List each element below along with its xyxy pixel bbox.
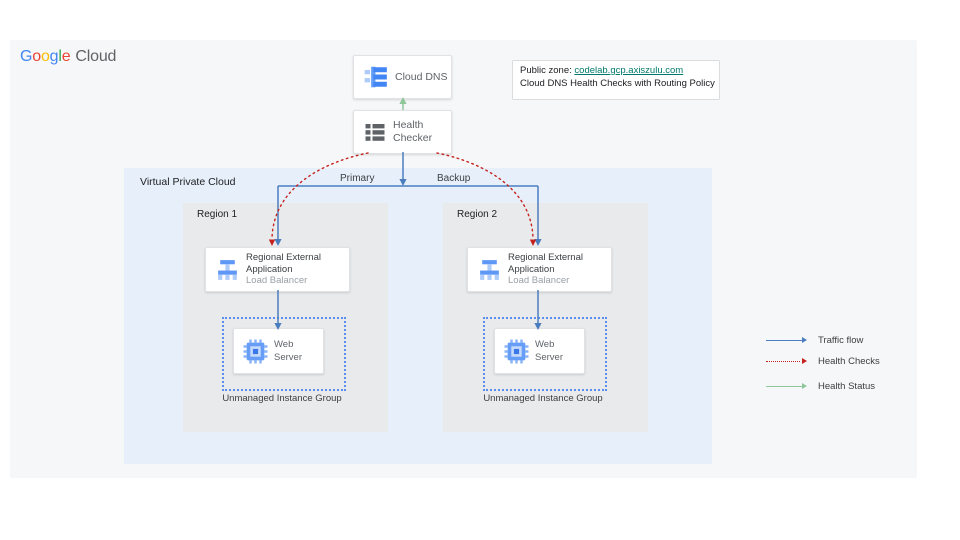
instance-group-label-region2: Unmanaged Instance Group [483, 393, 603, 404]
health-status-line-swatch [766, 385, 803, 387]
legend-row-traffic-flow: Traffic flow [755, 334, 863, 346]
cloud-dns-icon [363, 64, 389, 90]
web-server-node-region1: Web Server [233, 328, 324, 374]
arrowhead-icon [802, 358, 807, 364]
backup-edge-label: Backup [437, 173, 471, 184]
legend-label: Health Status [818, 380, 876, 392]
health-checker-label: Health Checker [393, 119, 433, 144]
logo-letter: l [58, 48, 62, 65]
public-zone-link[interactable]: codelab.gcp.axiszulu.com [574, 65, 684, 76]
health-checker-node: Health Checker [353, 110, 452, 154]
public-zone-line: Public zone: codelab.gcp.axiszulu.com [520, 64, 712, 77]
traffic-flow-line-swatch [766, 339, 803, 341]
legend-row-health-checks: Health Checks [755, 355, 880, 367]
cloud-dns-node: Cloud DNS [353, 55, 452, 99]
logo-letter: g [49, 48, 59, 65]
logo-letter: G [20, 48, 33, 65]
logo-letter: e [61, 48, 71, 65]
load-balancer-icon [215, 257, 240, 282]
legend-label: Health Checks [818, 355, 880, 367]
load-balancer-text: Regional External Application Load Balan… [246, 252, 332, 287]
load-balancer-subtitle: Load Balancer [508, 275, 570, 287]
cloud-dns-label: Cloud DNS [395, 70, 448, 83]
logo-product-name: Cloud [75, 48, 117, 65]
public-zone-note: Public zone: codelab.gcp.axiszulu.com Cl… [512, 60, 720, 100]
arrowhead-icon [802, 383, 807, 389]
health-checker-icon [363, 120, 387, 144]
health-checks-line-swatch [766, 360, 800, 362]
region-2-label: Region 2 [457, 209, 498, 220]
load-balancer-title: Regional External Application [508, 252, 583, 275]
web-server-icon [243, 339, 268, 364]
load-balancer-node-region2: Regional External Application Load Balan… [467, 247, 612, 292]
load-balancer-node-region1: Regional External Application Load Balan… [205, 247, 350, 292]
logo-letter: o [40, 48, 50, 65]
legend-row-health-status: Health Status [755, 380, 875, 392]
web-server-icon [504, 339, 529, 364]
instance-group-label-region1: Unmanaged Instance Group [222, 393, 342, 404]
logo-letter: o [32, 48, 41, 65]
note-subtitle: Cloud DNS Health Checks with Routing Pol… [520, 78, 715, 89]
instance-group-region2 [483, 317, 607, 391]
region-1-label: Region 1 [197, 209, 238, 220]
primary-edge-label: Primary [340, 173, 375, 184]
load-balancer-text: Regional External Application Load Balan… [508, 252, 594, 287]
web-server-label: Web Server [274, 339, 302, 363]
vpc-label: Virtual Private Cloud [140, 176, 236, 188]
web-server-label: Web Server [535, 339, 563, 363]
web-server-node-region2: Web Server [494, 328, 585, 374]
load-balancer-icon [477, 257, 502, 282]
legend-label: Traffic flow [818, 334, 864, 346]
public-zone-prefix: Public zone: [520, 65, 575, 76]
load-balancer-subtitle: Load Balancer [246, 275, 308, 287]
instance-group-region1 [222, 317, 346, 391]
load-balancer-title: Regional External Application [246, 252, 321, 275]
arrowhead-icon [802, 337, 807, 343]
